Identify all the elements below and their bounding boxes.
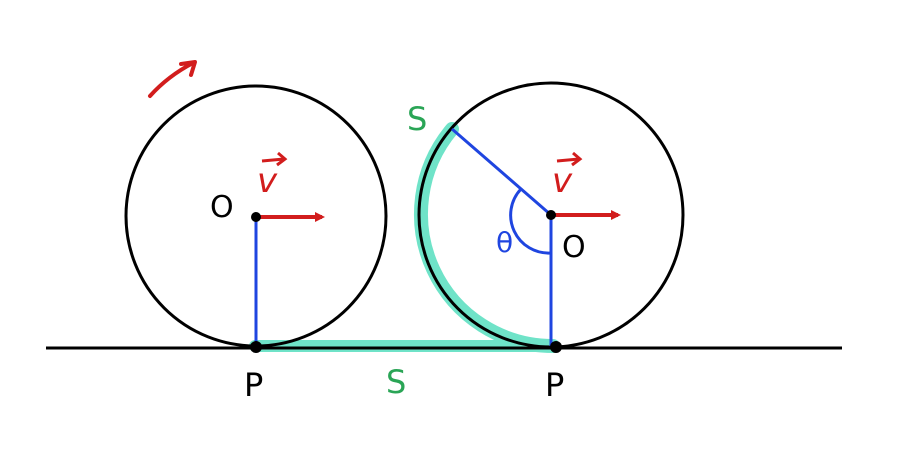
right-center-label: O — [562, 230, 586, 265]
right-velocity-letter: v — [552, 161, 573, 201]
right-center-dot — [546, 210, 556, 220]
arc-length-label: S — [407, 100, 427, 138]
curved-arrow-icon — [148, 60, 197, 98]
angle-theta-arc — [509, 187, 552, 255]
angle-label: θ — [496, 226, 513, 259]
left-velocity-label: v — [257, 151, 288, 201]
right-radius-slanted — [451, 127, 552, 217]
left-velocity-letter: v — [257, 161, 278, 201]
right-contact-dot — [550, 341, 562, 353]
left-contact-dot — [250, 341, 262, 353]
left-center-dot — [251, 212, 261, 222]
arc-length-highlight — [413, 122, 560, 353]
left-point-label: P — [244, 366, 263, 404]
right-velocity-label: v — [552, 151, 583, 201]
left-center-label: O — [210, 190, 234, 225]
ground-length-label: S — [386, 363, 406, 401]
right-point-label: P — [545, 366, 564, 404]
